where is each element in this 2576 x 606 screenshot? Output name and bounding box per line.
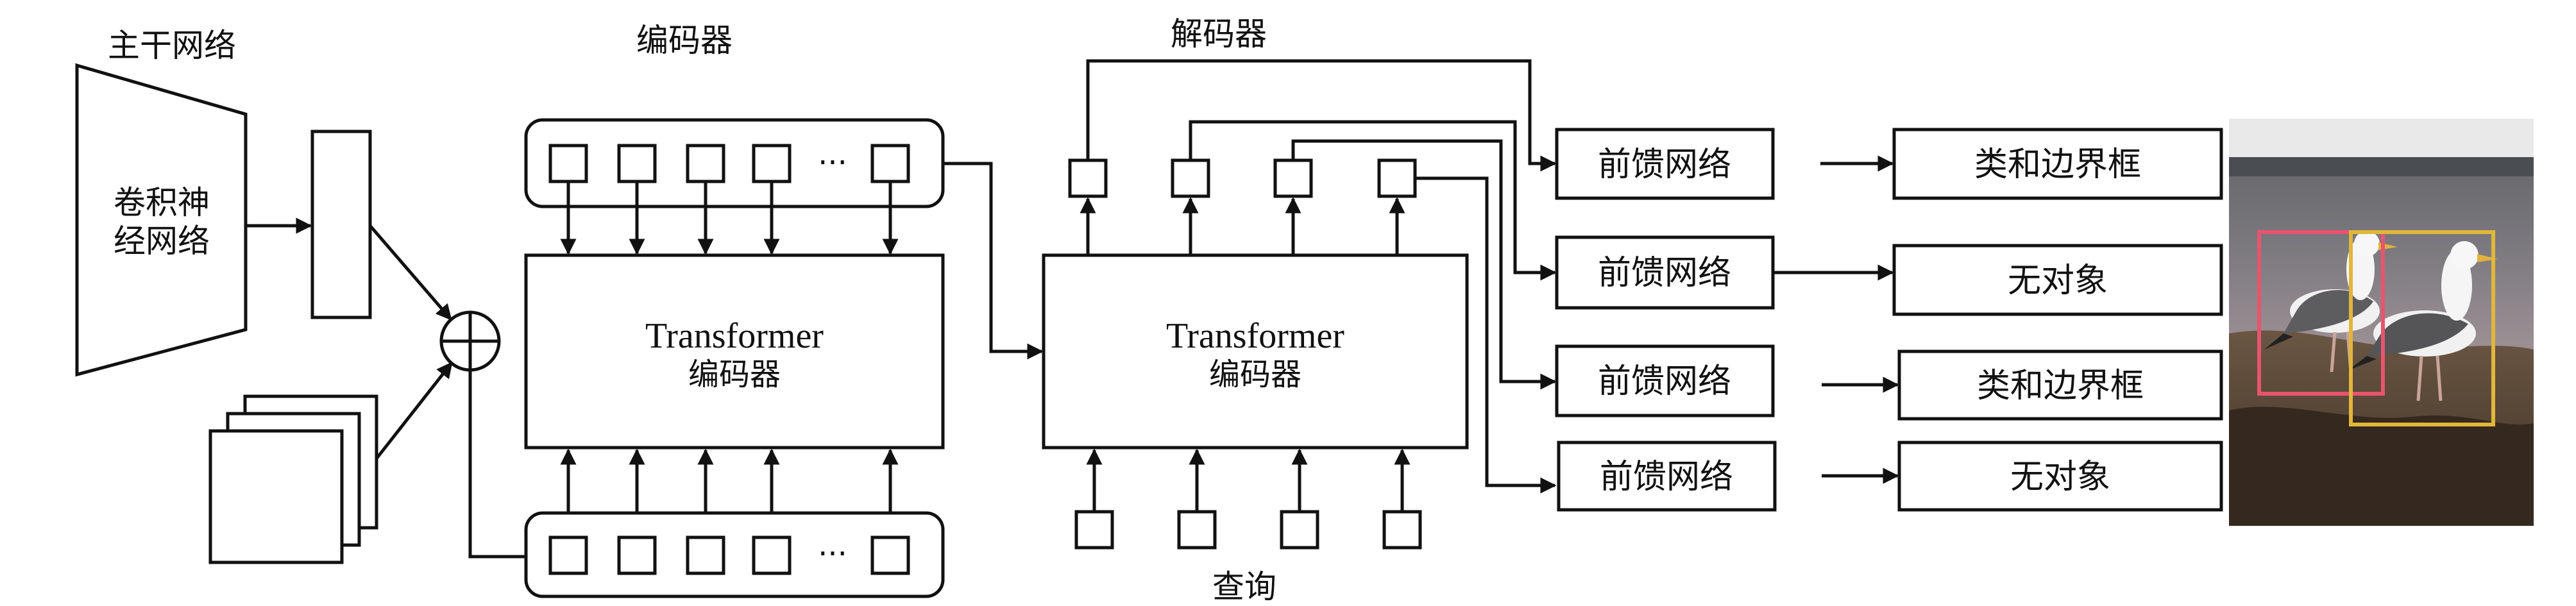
encoder-output-token	[548, 144, 588, 183]
pos-encoding-sheet-1	[208, 429, 344, 564]
object-query-token	[1382, 510, 1422, 550]
ffn-box	[1557, 441, 1777, 512]
encoder-output-tokens	[548, 144, 910, 183]
object-query-token	[1177, 510, 1217, 550]
object-query-tokens	[1074, 510, 1422, 550]
encoder-output-arrows	[560, 181, 899, 255]
ffn-label: 前馈网络	[1598, 146, 1731, 184]
gull-right-icon	[2348, 241, 2498, 401]
transformer-decoder-block	[1042, 253, 1469, 450]
route-output-4-to-ffn-4	[1415, 176, 1557, 494]
sum-to-encoder-input-arrow	[468, 370, 550, 565]
encoder-input-token	[617, 535, 657, 575]
encoder-block-sub: 编码器	[688, 357, 781, 392]
feature-to-sum-arrow	[369, 224, 452, 321]
decoder-output-token	[1068, 158, 1108, 198]
output-box	[1897, 349, 2223, 421]
detection-result-image	[2229, 119, 2534, 526]
encoder-output-token	[617, 144, 657, 183]
encoder-title: 编码器	[636, 22, 733, 59]
ffn-row-1: 前馈网络 类和边界框	[1555, 128, 2223, 200]
encoder-input-token	[686, 535, 725, 575]
output-label: 类和边界框	[1977, 367, 2144, 405]
decoder-block-name: Transformer	[1166, 316, 1344, 356]
gull-left-icon	[2264, 231, 2398, 373]
ffn-row-4: 前馈网络 无对象	[1557, 441, 2223, 512]
decoder-title: 解码器	[1171, 15, 1267, 53]
ffn-box	[1555, 235, 1775, 310]
output-label: 无对象	[2008, 262, 2108, 300]
decoder-output-tokens	[1068, 158, 1417, 198]
decoder-output-arrows	[1080, 197, 1405, 255]
bbox-right	[2349, 230, 2495, 426]
transformer-encoder-block	[524, 253, 945, 450]
decoder-output-token	[1377, 158, 1417, 198]
encoder-input-ellipsis: ···	[818, 536, 847, 572]
output-label: 类和边界框	[1974, 146, 2141, 184]
decoder-output-token	[1273, 158, 1313, 198]
ffn-row-3: 前馈网络 类和边界框	[1555, 344, 2223, 421]
cnn-label-line1: 卷积神	[114, 184, 210, 221]
decoder-output-token	[1171, 158, 1210, 198]
cnn-trapezoid	[75, 63, 248, 377]
route-output-2-to-ffn-2	[1189, 120, 1557, 281]
ffn-row-2: 前馈网络 无对象	[1555, 235, 2223, 316]
route-output-1-to-ffn-1	[1086, 59, 1557, 172]
cnn-label-line2: 经网络	[114, 223, 210, 260]
output-box	[1892, 244, 2223, 316]
ffn-label: 前馈网络	[1598, 362, 1731, 401]
feature-map-box	[310, 130, 372, 319]
encoder-output-ellipsis: ···	[818, 145, 847, 181]
object-query-token	[1074, 510, 1114, 550]
encoder-output-token	[686, 144, 725, 183]
encoder-block-name: Transformer	[645, 316, 824, 356]
output-label: 无对象	[2010, 458, 2110, 496]
ffn-box	[1555, 128, 1775, 200]
backbone-label: 主干网络	[108, 27, 236, 64]
output-box	[1897, 441, 2223, 512]
output-box	[1892, 128, 2223, 200]
encoder-input-tokens	[548, 535, 910, 575]
ffn-label: 前馈网络	[1598, 254, 1731, 292]
ffn-label: 前馈网络	[1600, 458, 1733, 496]
encoder-input-token	[548, 535, 588, 575]
encoder-input-tokens-group	[524, 511, 945, 598]
ffn-box	[1555, 344, 1775, 417]
bbox-left	[2257, 230, 2385, 396]
route-output-3-to-ffn-3	[1291, 139, 1557, 390]
encoder-input-token	[870, 535, 910, 575]
decoder-block-sub: 编码器	[1209, 357, 1301, 392]
encoder-output-token	[752, 144, 792, 183]
pos-to-sum-arrow	[375, 362, 453, 460]
encoder-input-token	[752, 535, 792, 575]
encoder-output-token	[870, 144, 910, 183]
queries-label: 查询	[1212, 568, 1276, 605]
object-query-token	[1280, 510, 1319, 550]
encoder-to-decoder-arrow	[943, 162, 1044, 360]
object-query-arrows	[1086, 448, 1411, 512]
